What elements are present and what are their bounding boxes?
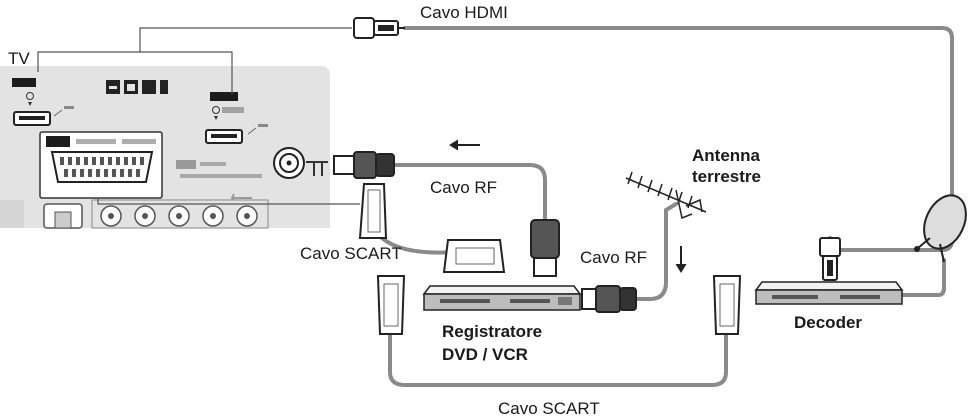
label-decoder: Decoder xyxy=(794,313,863,332)
scart-pins xyxy=(60,157,144,177)
label-cable-rf-top: Cavo RF xyxy=(430,178,498,197)
tv-back-panel xyxy=(0,66,330,229)
rf-plug-vertical xyxy=(530,219,560,277)
hdmi-cable xyxy=(403,26,954,260)
rf-cable-right xyxy=(633,202,678,301)
label-tv: TV xyxy=(8,49,30,68)
leader-lines xyxy=(37,27,360,205)
label-cable-rf-right: Cavo RF xyxy=(580,248,648,267)
scart-plug-tv xyxy=(358,183,388,239)
terrestrial-antenna xyxy=(625,171,707,220)
rf-plug-left xyxy=(333,151,395,179)
dvd-vcr-recorder xyxy=(422,285,582,311)
label-cable-scart-bottom: Cavo SCART xyxy=(498,399,600,418)
scart-plug-recorder-bottom xyxy=(376,275,406,335)
decoder-device xyxy=(754,281,904,305)
label-recorder: Registratore DVD / VCR xyxy=(442,322,543,364)
tv-bottom-sockets xyxy=(0,199,269,229)
label-cable-scart-left: Cavo SCART xyxy=(300,244,402,263)
satellite-dish xyxy=(914,194,967,263)
hdmi2-port xyxy=(12,78,74,126)
rf-plug-right xyxy=(581,285,637,313)
hdmi-logo xyxy=(106,80,168,94)
satellite-cable xyxy=(896,258,946,297)
scart-plug-recorder-top xyxy=(442,239,506,273)
hdmi-plug-decoder xyxy=(819,237,841,281)
scart-cable-bottom xyxy=(388,328,728,387)
av1-scart-socket xyxy=(39,131,163,199)
rf-socket xyxy=(273,147,328,179)
hdmi1-port xyxy=(205,92,268,144)
direction-arrows xyxy=(449,139,687,273)
scart-plug-decoder xyxy=(712,275,742,335)
hdmi-plug-top xyxy=(353,17,405,39)
label-antenna: Antenna terrestre xyxy=(692,146,761,186)
rf-cable-top xyxy=(393,163,547,222)
label-cable-hdmi: Cavo HDMI xyxy=(420,3,508,22)
